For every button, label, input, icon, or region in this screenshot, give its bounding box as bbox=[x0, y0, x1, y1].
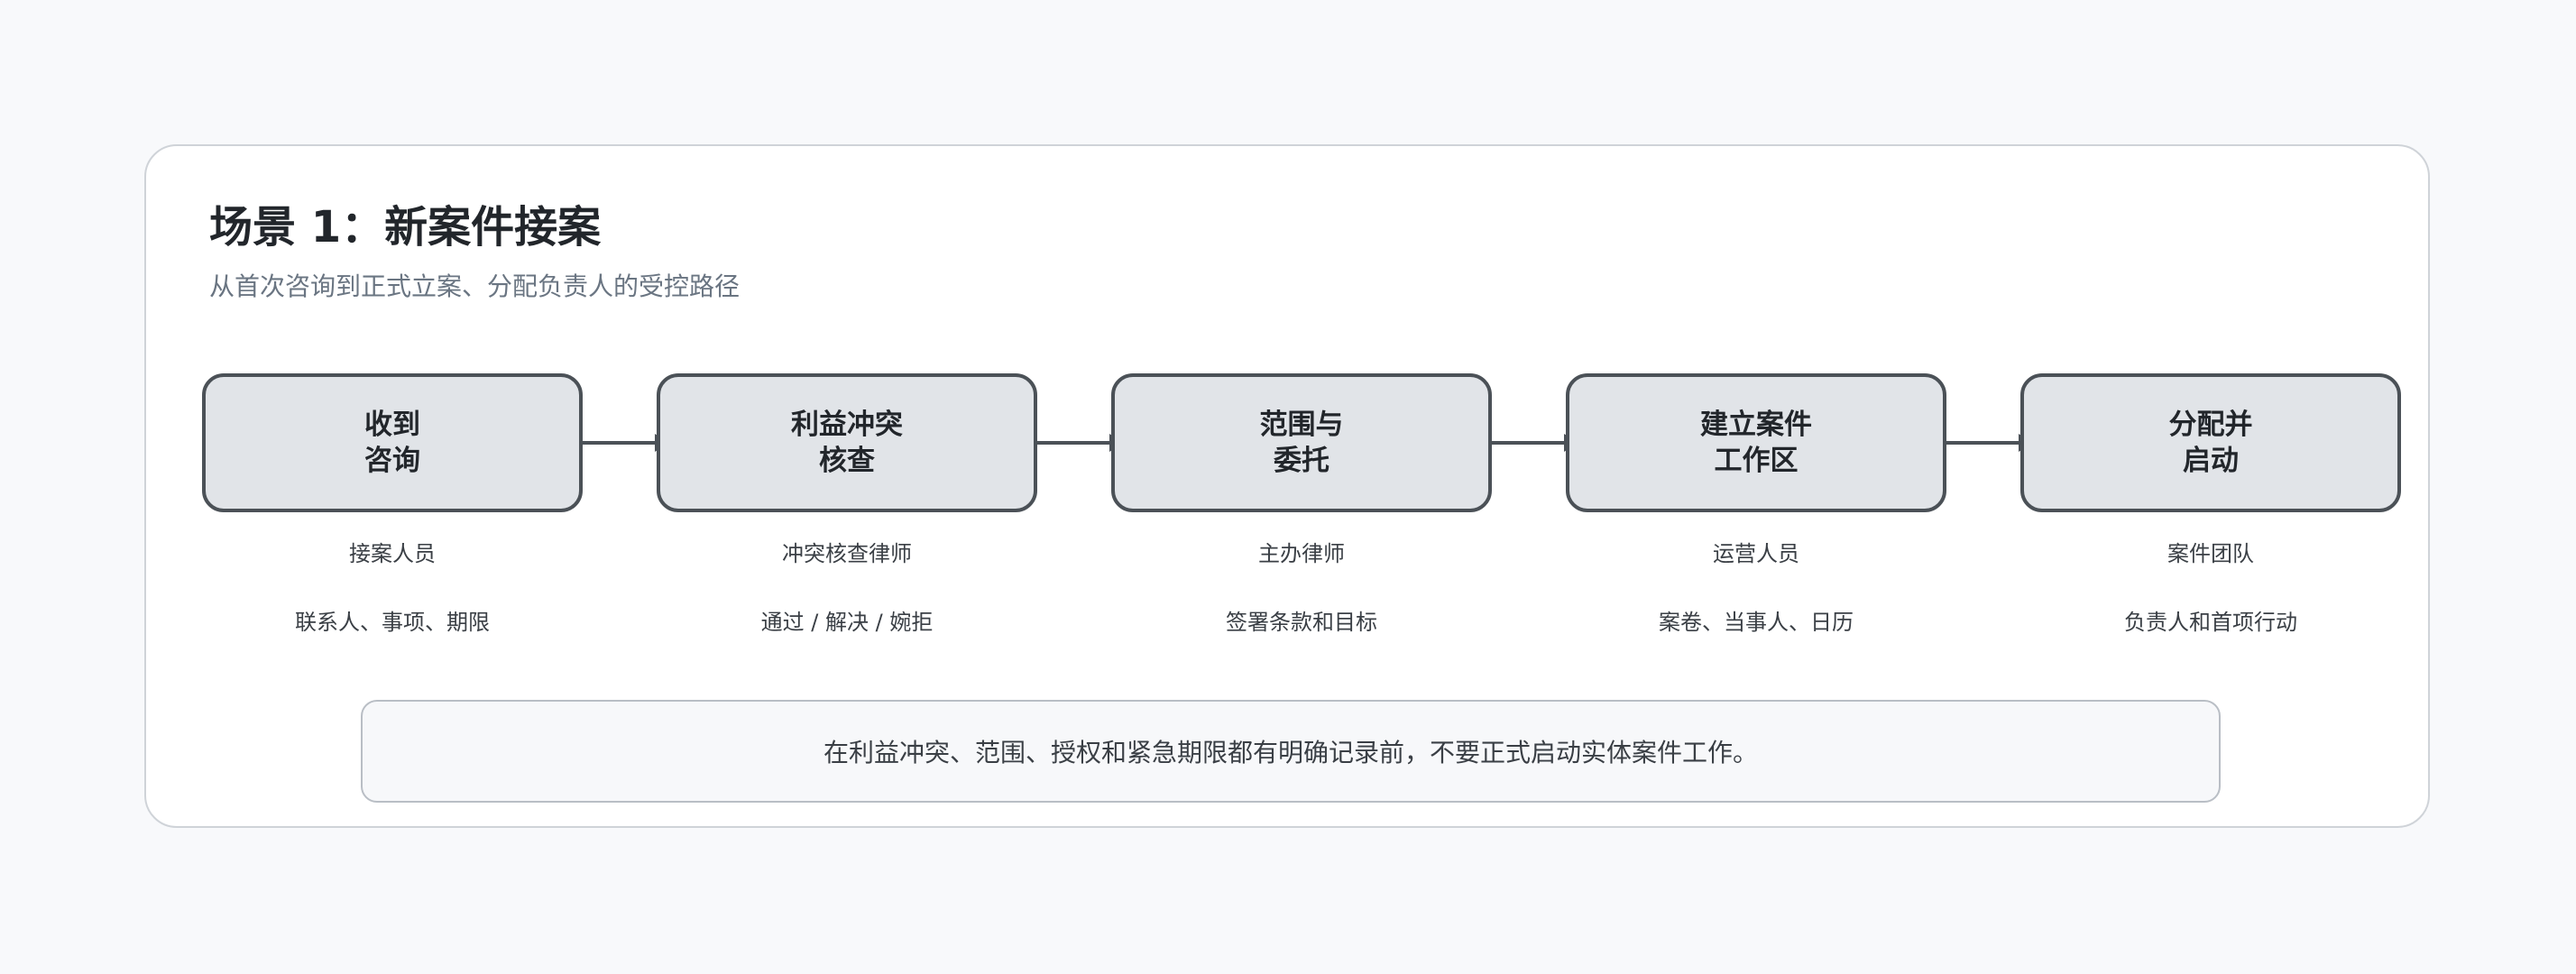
step-output: 通过 / 解决 / 婉拒 bbox=[760, 610, 934, 635]
flow-connector bbox=[1492, 441, 1564, 445]
step-role: 冲突核查律师 bbox=[782, 541, 912, 566]
step-label-line2: 委托 bbox=[1274, 445, 1329, 477]
step-label-line1: 建立案件 bbox=[1700, 409, 1812, 441]
step-label-line1: 范围与 bbox=[1259, 409, 1344, 441]
step-receive-inquiry: 收到 咨询 bbox=[202, 373, 583, 512]
step-create-workspace: 建立案件 工作区 bbox=[1566, 373, 1946, 512]
scenario-title: 场景 1：新案件接案 bbox=[209, 202, 602, 253]
step-role: 接案人员 bbox=[349, 541, 436, 566]
step-label-line2: 咨询 bbox=[364, 445, 420, 477]
scenario-subtitle: 从首次咨询到正式立案、分配负责人的受控路径 bbox=[209, 271, 741, 301]
step-output: 签署条款和目标 bbox=[1226, 610, 1377, 635]
step-role: 案件团队 bbox=[2167, 541, 2254, 566]
flow-connector bbox=[583, 441, 655, 445]
step-label-line1: 利益冲突 bbox=[791, 409, 903, 441]
step-label-line1: 收到 bbox=[364, 409, 420, 441]
step-scope-engagement: 范围与 委托 bbox=[1111, 373, 1492, 512]
step-output: 联系人、事项、期限 bbox=[295, 610, 490, 635]
step-label-line2: 启动 bbox=[2183, 445, 2239, 477]
step-label-line2: 核查 bbox=[819, 445, 875, 477]
step-conflict-check: 利益冲突 核查 bbox=[657, 373, 1037, 512]
flow-connector bbox=[1946, 441, 2019, 445]
step-label-line1: 分配并 bbox=[2168, 409, 2253, 441]
step-role: 运营人员 bbox=[1713, 541, 1799, 566]
step-output: 负责人和首项行动 bbox=[2124, 610, 2297, 635]
flow-connector bbox=[1037, 441, 1109, 445]
step-assign-launch: 分配并 启动 bbox=[2020, 373, 2401, 512]
step-output: 案卷、当事人、日历 bbox=[1659, 610, 1854, 635]
guidance-note: 在利益冲突、范围、授权和紧急期限都有明确记录前，不要正式启动实体案件工作。 bbox=[361, 700, 2221, 803]
scenario-card: 场景 1：新案件接案 从首次咨询到正式立案、分配负责人的受控路径 收到 咨询 接… bbox=[144, 144, 2430, 828]
step-label-line2: 工作区 bbox=[1714, 445, 1799, 477]
step-role: 主办律师 bbox=[1258, 541, 1345, 566]
